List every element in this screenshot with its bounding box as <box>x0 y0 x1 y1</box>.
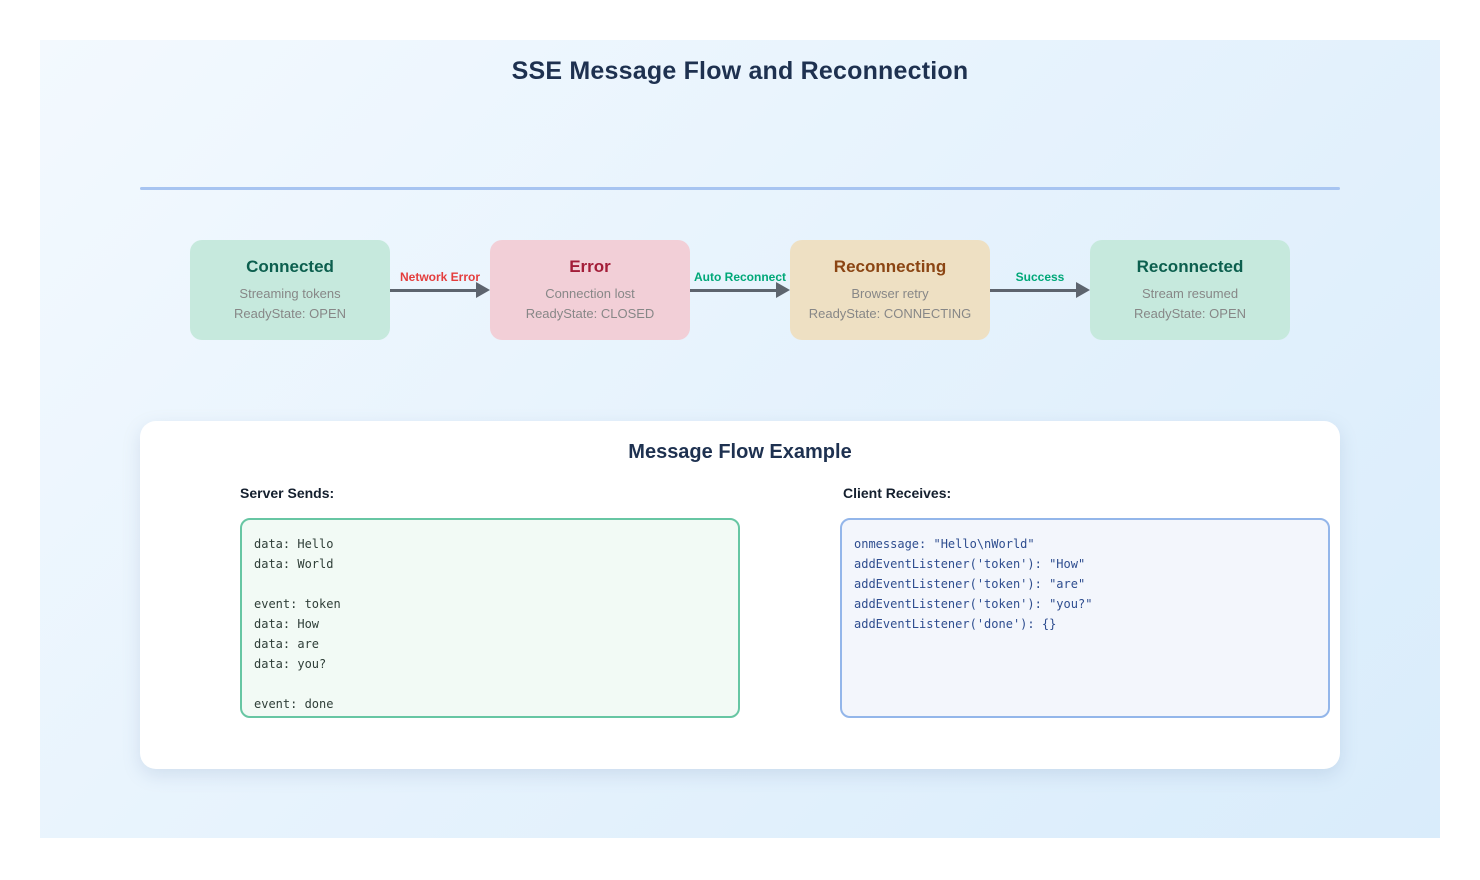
state-title: Reconnected <box>1136 256 1244 276</box>
message-flow-example-card: Message Flow Example Server Sends: Clien… <box>140 421 1340 769</box>
code-line: addEventListener('token'): "you?" <box>854 597 1093 611</box>
state-box-connected: Connected Streaming tokens ReadyState: O… <box>190 240 390 340</box>
code-line: onmessage: "Hello\nWorld" <box>854 537 1035 551</box>
state-readystate: ReadyState: OPEN <box>1134 305 1246 321</box>
state-box-error: Error Connection lost ReadyState: CLOSED <box>490 240 690 340</box>
transition-auto-reconnect: Auto Reconnect <box>690 240 790 340</box>
transition-network-error: Network Error <box>390 240 490 340</box>
code-line: event: token <box>254 597 341 611</box>
server-code-block: data: Hello data: World event: token dat… <box>240 518 740 718</box>
state-subtitle: Streaming tokens <box>239 285 341 301</box>
transition-label: Success <box>1015 270 1065 284</box>
transition-label: Network Error <box>399 270 481 284</box>
arrow-head-icon <box>476 282 490 298</box>
state-readystate: ReadyState: CONNECTING <box>808 305 972 321</box>
state-readystate: ReadyState: CLOSED <box>525 305 655 321</box>
state-subtitle: Browser retry <box>851 285 929 301</box>
transition-label: Auto Reconnect <box>693 270 787 284</box>
state-subtitle: Connection lost <box>545 285 635 301</box>
arrow-line <box>990 289 1077 292</box>
state-box-reconnecting: Reconnecting Browser retry ReadyState: C… <box>790 240 990 340</box>
transition-success: Success <box>990 240 1090 340</box>
section-divider <box>140 187 1340 190</box>
code-line: data: Hello <box>254 537 334 551</box>
code-line: event: done <box>254 697 334 711</box>
page-title: SSE Message Flow and Reconnection <box>511 57 969 85</box>
page-background: SSE Message Flow and Reconnection Connec… <box>40 40 1440 838</box>
code-line: addEventListener('done'): {} <box>854 617 1057 631</box>
code-line <box>254 674 726 694</box>
code-line: data: World <box>254 557 334 571</box>
state-readystate: ReadyState: OPEN <box>234 305 346 321</box>
card-title: Message Flow Example <box>628 441 852 463</box>
arrow-head-icon <box>1076 282 1090 298</box>
arrow-line <box>390 289 477 292</box>
client-receives-label: Client Receives: <box>843 485 952 501</box>
arrow-line <box>690 289 777 292</box>
arrow-head-icon <box>776 282 790 298</box>
state-subtitle: Stream resumed <box>1141 285 1239 301</box>
state-box-reconnected: Reconnected Stream resumed ReadyState: O… <box>1090 240 1290 340</box>
code-line <box>254 574 726 594</box>
code-line: addEventListener('token'): "are" <box>854 577 1086 591</box>
client-code-block: onmessage: "Hello\nWorld" addEventListen… <box>840 518 1330 718</box>
code-line: data: How <box>254 617 320 631</box>
state-title: Error <box>569 256 611 276</box>
server-sends-label: Server Sends: <box>240 485 335 501</box>
state-title: Connected <box>246 256 334 276</box>
code-line: data: are <box>254 637 320 651</box>
code-line: addEventListener('token'): "How" <box>854 557 1086 571</box>
code-line: data: you? <box>254 657 327 671</box>
state-title: Reconnecting <box>833 256 947 276</box>
